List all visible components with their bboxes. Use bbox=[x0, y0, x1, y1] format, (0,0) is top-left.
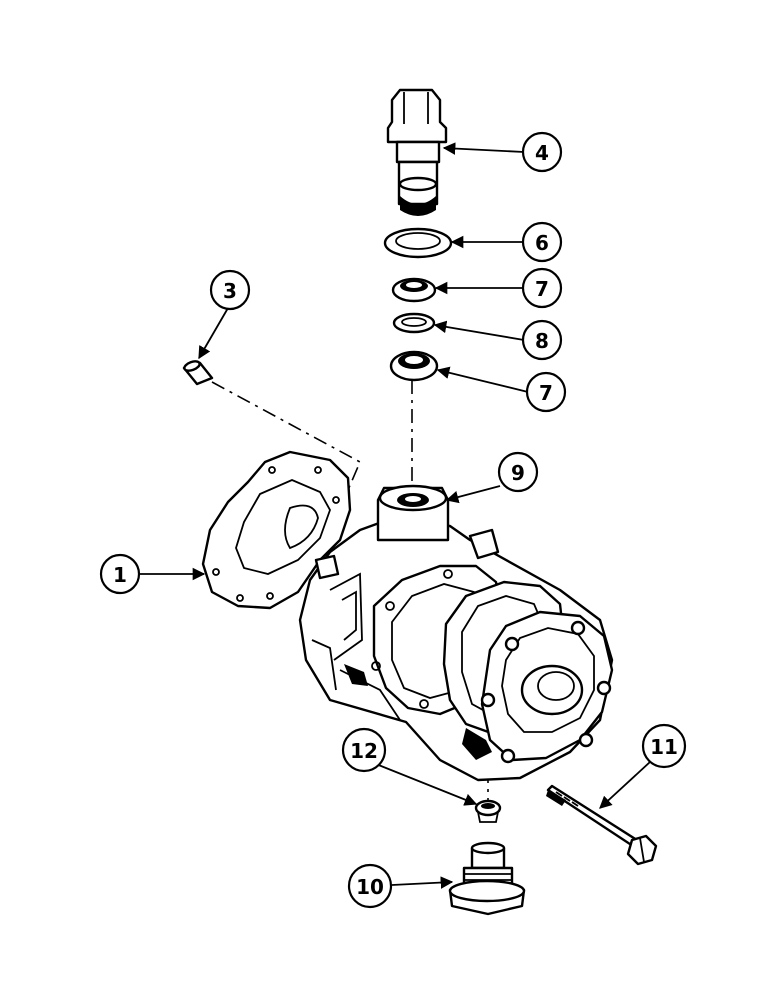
svg-text:11: 11 bbox=[650, 735, 678, 759]
callout-1: 1 bbox=[99, 553, 141, 595]
washer bbox=[383, 227, 453, 259]
bolt bbox=[546, 784, 658, 866]
leader-lines bbox=[140, 142, 651, 889]
svg-text:10: 10 bbox=[356, 875, 384, 899]
callout-6: 6 bbox=[521, 221, 563, 263]
callout-12: 12 bbox=[341, 727, 387, 773]
svg-text:7: 7 bbox=[539, 381, 553, 405]
callout-11: 11 bbox=[641, 723, 687, 769]
svg-text:7: 7 bbox=[535, 277, 549, 301]
svg-text:3: 3 bbox=[223, 279, 237, 303]
seal-upper bbox=[391, 277, 437, 303]
relief-valve-plug bbox=[386, 88, 448, 216]
callout-3: 3 bbox=[209, 269, 251, 311]
gasket bbox=[201, 450, 352, 610]
svg-text:4: 4 bbox=[535, 141, 549, 165]
svg-text:6: 6 bbox=[535, 231, 549, 255]
svg-text:8: 8 bbox=[535, 329, 549, 353]
o-ring bbox=[392, 312, 436, 334]
callout-7-upper: 7 bbox=[521, 267, 563, 309]
pump-housing bbox=[298, 484, 614, 782]
callout-4: 4 bbox=[521, 131, 563, 173]
svg-text:12: 12 bbox=[350, 739, 378, 763]
callout-8: 8 bbox=[521, 319, 563, 361]
drain-plug bbox=[448, 841, 526, 916]
small-washer bbox=[474, 799, 502, 823]
svg-text:1: 1 bbox=[113, 563, 127, 587]
dowel-pin bbox=[182, 360, 214, 386]
callout-10: 10 bbox=[347, 863, 393, 909]
callout-7-lower: 7 bbox=[525, 371, 567, 413]
svg-text:9: 9 bbox=[511, 461, 525, 485]
callout-9: 9 bbox=[497, 451, 539, 493]
seal-lower bbox=[389, 350, 439, 382]
